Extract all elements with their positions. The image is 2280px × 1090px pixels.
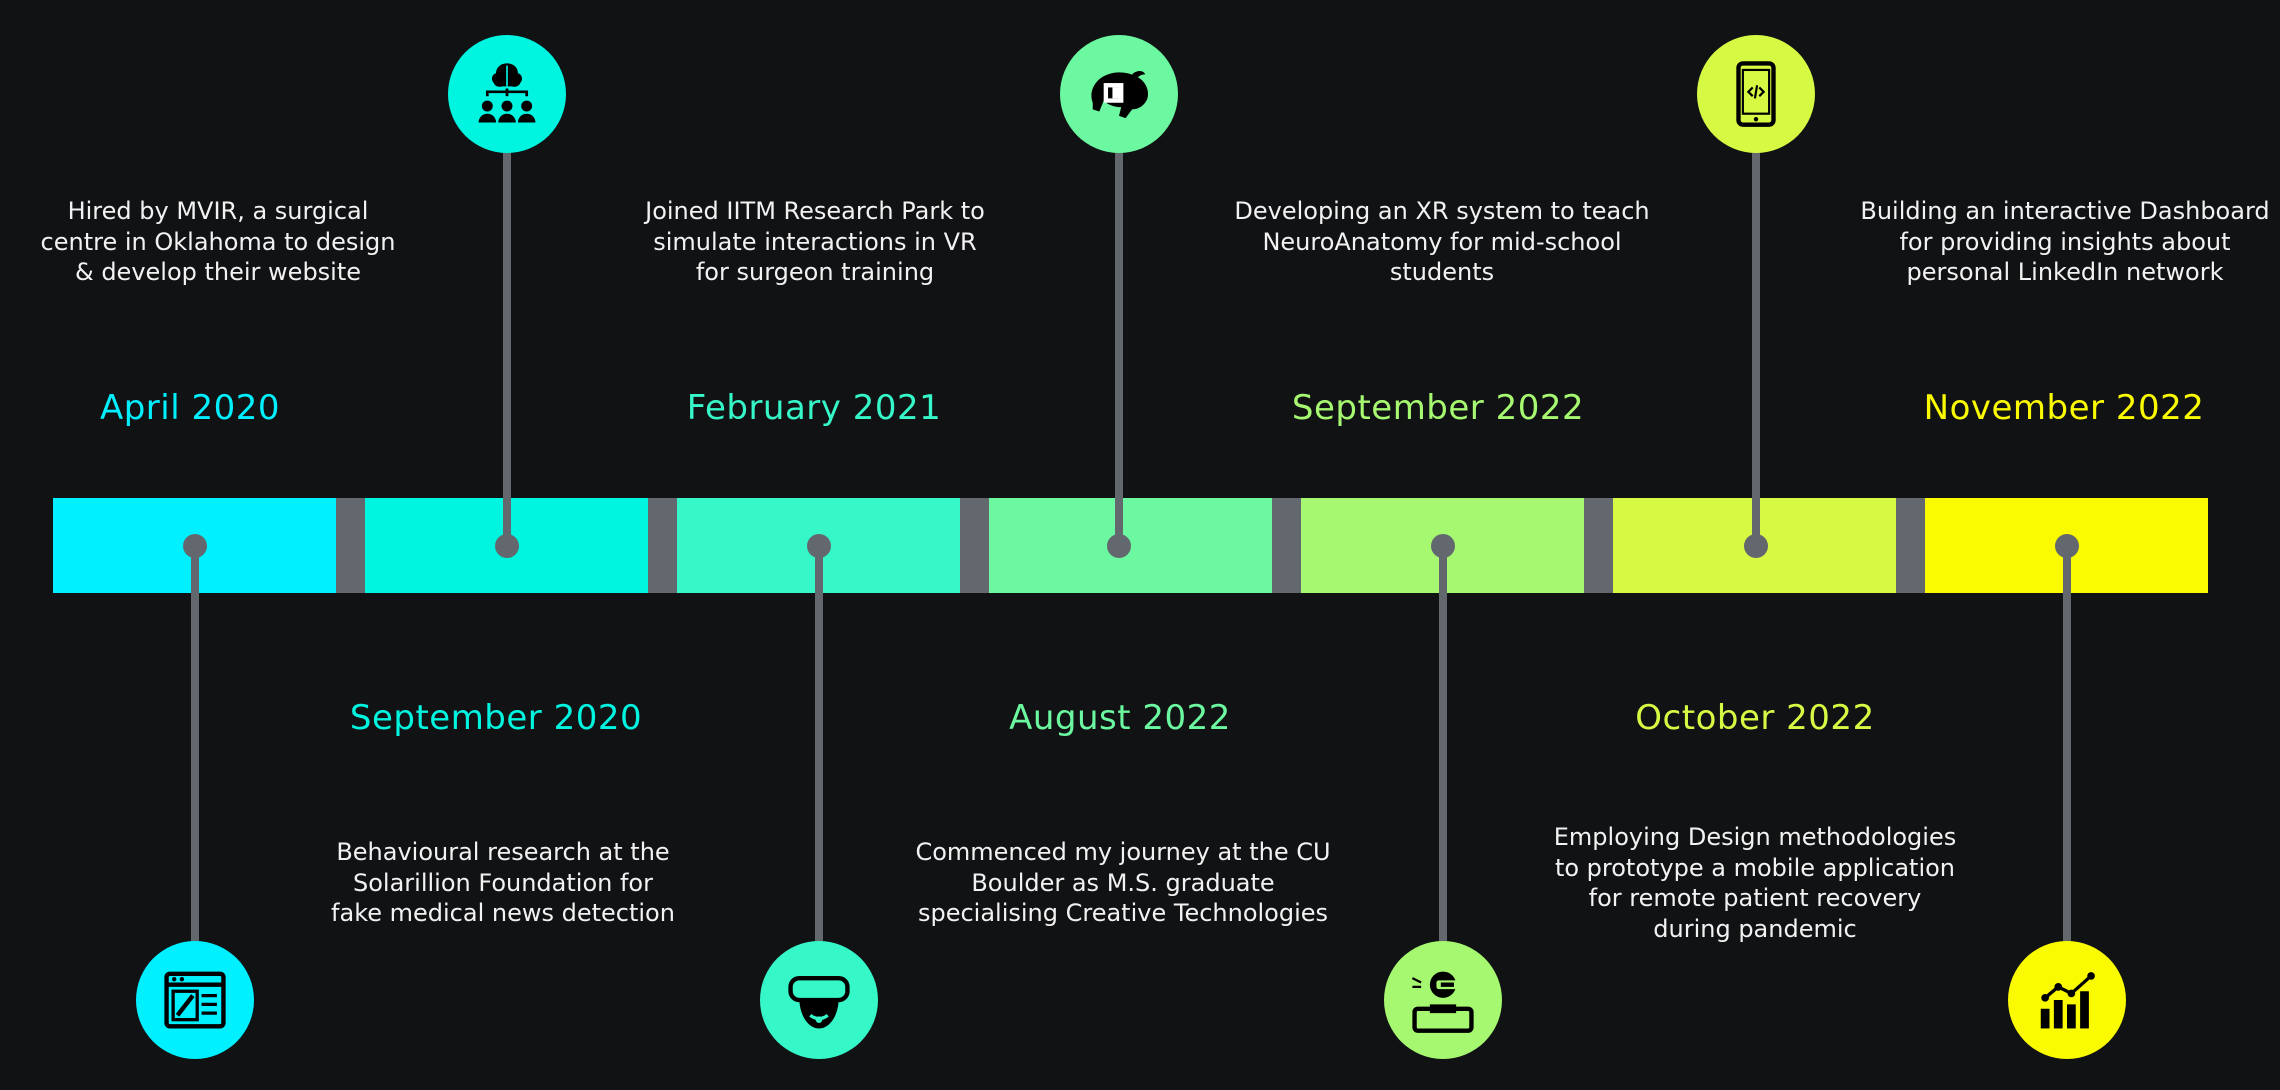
timeline-separator bbox=[960, 498, 989, 593]
connector-line bbox=[191, 546, 199, 946]
milestone-description: Commenced my journey at the CU Boulder a… bbox=[903, 837, 1343, 929]
timeline-separator bbox=[1272, 498, 1301, 593]
connector-line bbox=[815, 546, 823, 946]
milestone-date: August 2022 bbox=[1009, 698, 1231, 738]
description-line: specialising Creative Technologies bbox=[917, 899, 1329, 927]
description-line: centre in Oklahoma to design bbox=[40, 227, 396, 256]
description-line: Hired by MVIR, a surgical bbox=[67, 197, 369, 225]
milestone-date: April 2020 bbox=[99, 388, 281, 428]
connector-line bbox=[1439, 546, 1447, 946]
description-line: for surgeon training bbox=[695, 258, 935, 286]
description-line: students bbox=[1389, 258, 1495, 286]
dashboard-chart-icon bbox=[2040, 972, 2095, 1029]
milestone-date: September 2022 bbox=[1291, 388, 1585, 428]
description-line: for remote patient recovery bbox=[1588, 884, 1922, 912]
description-line: during pandemic bbox=[1653, 914, 1857, 943]
timeline-separator bbox=[1896, 498, 1925, 593]
description-line: Solarillion Foundation for bbox=[353, 868, 653, 897]
connector-dot bbox=[1107, 534, 1131, 558]
description-line: Boulder as M.S. graduate bbox=[971, 868, 1275, 897]
timeline-separator bbox=[1584, 498, 1613, 593]
milestone-icon-badge bbox=[1384, 941, 1502, 1059]
description-line: personal LinkedIn network bbox=[1906, 258, 2224, 286]
description-line: Joined IITM Research Park to bbox=[645, 197, 985, 225]
cu-buffalo-logo-icon bbox=[1091, 71, 1148, 119]
vr-headset-icon bbox=[788, 975, 850, 1029]
milestone-icon-badge bbox=[136, 941, 254, 1059]
milestone-description: Hired by MVIR, a surgical centre in Okla… bbox=[0, 196, 438, 288]
description-line: & develop their website bbox=[74, 258, 362, 286]
milestone-date: September 2020 bbox=[349, 698, 643, 738]
connector-dot bbox=[807, 534, 831, 558]
description-line: fake medical news detection bbox=[331, 899, 675, 927]
connector-line bbox=[1115, 140, 1123, 546]
connector-line bbox=[503, 140, 511, 546]
milestone-icon-badge bbox=[448, 35, 566, 153]
web-design-icon bbox=[164, 971, 226, 1029]
milestone-icon-badge bbox=[2008, 941, 2126, 1059]
connector-dot bbox=[1744, 534, 1768, 558]
description-line: NeuroAnatomy for mid-school bbox=[1262, 227, 1622, 256]
milestone-icon-badge bbox=[1060, 35, 1178, 153]
description-line: to prototype a mobile application bbox=[1554, 853, 1956, 882]
milestone-icon-badge bbox=[760, 941, 878, 1059]
milestone-date: February 2021 bbox=[686, 388, 942, 428]
description-line: Behavioural research at the bbox=[336, 838, 670, 866]
brain-group-research-icon bbox=[478, 63, 536, 123]
connector-line bbox=[2063, 546, 2071, 946]
milestone-date: November 2022 bbox=[1923, 388, 2205, 428]
milestone-description: Joined IITM Research Park to simulate in… bbox=[595, 196, 1035, 288]
milestone-icon-badge bbox=[1697, 35, 1815, 153]
connector-dot bbox=[183, 534, 207, 558]
connector-dot bbox=[495, 534, 519, 558]
description-line: simulate interactions in VR bbox=[653, 227, 977, 256]
milestone-description: Employing Design methodologies to protot… bbox=[1535, 822, 1975, 944]
description-line: Developing an XR system to teach bbox=[1234, 197, 1650, 225]
milestone-date: October 2022 bbox=[1635, 698, 1875, 738]
milestone-description: Behavioural research at the Solarillion … bbox=[283, 837, 723, 929]
description-line: Building an interactive Dashboard bbox=[1860, 197, 2270, 225]
description-line: Employing Design methodologies bbox=[1553, 823, 1957, 851]
timeline-separator bbox=[336, 498, 365, 593]
connector-dot bbox=[1431, 534, 1455, 558]
mobile-ar-icon bbox=[1411, 971, 1474, 1033]
milestone-description: Building an interactive Dashboard for pr… bbox=[1845, 196, 2280, 288]
description-line: Commenced my journey at the CU bbox=[915, 838, 1331, 866]
connector-line bbox=[1752, 140, 1760, 546]
mobile-code-icon bbox=[1736, 61, 1776, 127]
timeline-separator bbox=[648, 498, 677, 593]
connector-dot bbox=[2055, 534, 2079, 558]
milestone-description: Developing an XR system to teach NeuroAn… bbox=[1222, 196, 1662, 288]
description-line: for providing insights about bbox=[1899, 227, 2231, 256]
